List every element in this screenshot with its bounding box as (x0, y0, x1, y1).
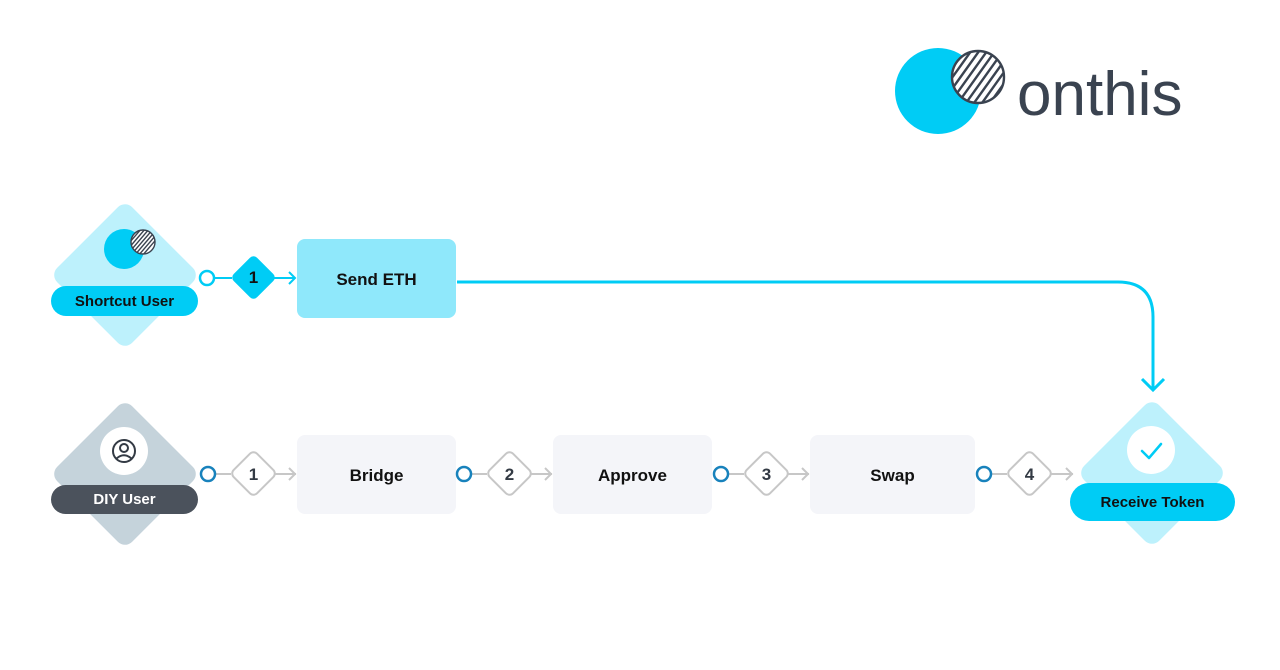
diy-port-1 (199, 465, 217, 483)
shortcut-step-badge: 1 (232, 256, 275, 299)
checkmark-icon (1140, 442, 1163, 460)
logo-wordmark: onthis (1017, 60, 1182, 129)
onthis-logo: onthis (895, 48, 1182, 134)
diy-user-label: DIY User (93, 491, 155, 508)
diy-step-2-badge: 2 (487, 451, 532, 496)
receive-token-node: Receive Token (1070, 402, 1235, 544)
diy-step-4-number: 4 (1025, 465, 1035, 484)
shortcut-user-node: Shortcut User (51, 204, 198, 346)
connectors (214, 271, 1166, 481)
diy-port-3 (712, 465, 730, 483)
diy-step-2-number: 2 (505, 465, 514, 484)
send-eth-label: Send ETH (336, 270, 416, 289)
diy-port-2 (455, 465, 473, 483)
receive-token-pill (1070, 483, 1235, 521)
swap-step: Swap (810, 435, 975, 514)
overlapping-circles-logo-icon (895, 48, 1006, 134)
shortcut-step-number: 1 (249, 268, 258, 287)
shortcut-user-pill (51, 286, 198, 316)
diy-step-3-number: 3 (762, 465, 771, 484)
receive-token-icon-bg (1127, 426, 1175, 474)
receive-token-label: Receive Token (1101, 494, 1205, 511)
diy-step-1-number: 1 (249, 465, 258, 484)
shortcut-user-diamond (54, 204, 196, 346)
onthis-logo-icon (104, 229, 156, 269)
bridge-step: Bridge (297, 435, 456, 514)
diy-user-pill (51, 485, 198, 514)
bridge-label: Bridge (350, 466, 404, 485)
approve-label: Approve (598, 466, 667, 485)
send-eth-step: Send ETH (297, 239, 456, 318)
diy-step-4-badge: 4 (1007, 451, 1052, 496)
shortcut-start-port (198, 269, 216, 287)
diy-step-3-badge: 3 (744, 451, 789, 496)
shortcut-user-label: Shortcut User (75, 293, 174, 310)
diy-user-node: DIY User (51, 403, 198, 545)
diy-step-1-badge: 1 (231, 451, 276, 496)
user-circle-icon (112, 439, 136, 463)
swap-label: Swap (870, 466, 914, 485)
approve-step: Approve (553, 435, 712, 514)
diy-port-4 (975, 465, 993, 483)
